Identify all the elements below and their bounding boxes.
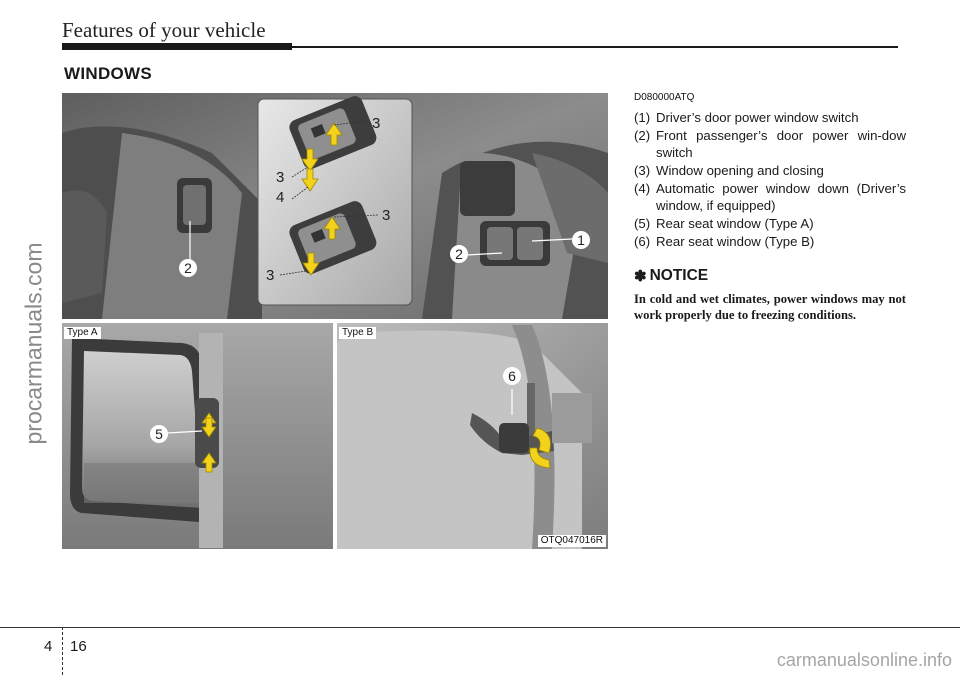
header-rule-thick xyxy=(62,43,292,50)
list-item-num: (4) xyxy=(634,181,651,196)
notice-star-icon: ✽ xyxy=(634,268,647,285)
callout-inset-3b: 3 xyxy=(276,169,285,186)
watermark-bottom: carmanualsonline.info xyxy=(776,650,952,670)
page-number: 16 xyxy=(70,638,87,655)
list-item-text: Front passenger’s door power win-dow swi… xyxy=(656,128,906,160)
callout-door-2-left: 2 xyxy=(179,259,197,277)
callout-rear-6: 6 xyxy=(503,367,521,385)
list-item: (1) Driver’s door power window switch xyxy=(634,109,906,126)
callout-rear-5: 5 xyxy=(150,425,168,443)
callout-door-1: 1 xyxy=(572,231,590,249)
figure-code: OTQ047016R xyxy=(537,535,606,547)
callout-inset-3c: 3 xyxy=(382,207,391,224)
callout-door-2-right: 2 xyxy=(450,245,468,263)
callout-inset-4: 4 xyxy=(276,189,285,206)
illustration-figure: 3 3 4 3 3 2 2 1 5 6 Type A Type B OTQ047… xyxy=(62,93,608,549)
section-title: WINDOWS xyxy=(64,64,153,83)
list-item-text: Rear seat window (Type A) xyxy=(656,216,814,231)
list-item-text: Window opening and closing xyxy=(656,163,824,178)
watermark-left: procarmanuals.com xyxy=(20,242,47,445)
notice-body: In cold and wet climates, power windows … xyxy=(634,292,906,322)
doc-code: D080000ATQ xyxy=(634,92,695,103)
footer-vrule xyxy=(62,627,64,675)
right-column: D080000ATQ (1) Driver’s door power window… xyxy=(634,92,906,323)
list-item-num: (2) xyxy=(634,128,651,143)
header-title: Features of your vehicle xyxy=(62,18,266,42)
header-rule-thin xyxy=(292,46,898,48)
type-b-label: Type B xyxy=(339,327,377,339)
list-item-num: (3) xyxy=(634,163,651,178)
list-item: (5) Rear seat window (Type A) xyxy=(634,215,906,232)
notice-title: ✽ NOTICE xyxy=(634,267,906,285)
footer-rule xyxy=(0,627,960,628)
list-item-num: (6) xyxy=(634,234,651,249)
page-chapter: 4 xyxy=(44,638,53,655)
notice-title-text: NOTICE xyxy=(649,267,709,284)
feature-list: (1) Driver’s door power window switch (2)… xyxy=(634,109,906,250)
list-item-num: (1) xyxy=(634,110,651,125)
list-item: (4) Automatic power window down (Driver’s… xyxy=(634,180,906,214)
list-item: (2) Front passenger’s door power win-dow … xyxy=(634,127,906,161)
type-a-label: Type A xyxy=(64,327,101,339)
list-item: (6) Rear seat window (Type B) xyxy=(634,233,906,250)
list-item-text: Automatic power window down (Driver’s wi… xyxy=(656,181,906,213)
list-item: (3) Window opening and closing xyxy=(634,162,906,179)
list-item-num: (5) xyxy=(634,216,651,231)
callout-inset-3a: 3 xyxy=(372,115,381,132)
list-item-text: Rear seat window (Type B) xyxy=(656,234,815,249)
callout-inset-3d: 3 xyxy=(266,267,275,284)
list-item-text: Driver’s door power window switch xyxy=(656,110,859,125)
